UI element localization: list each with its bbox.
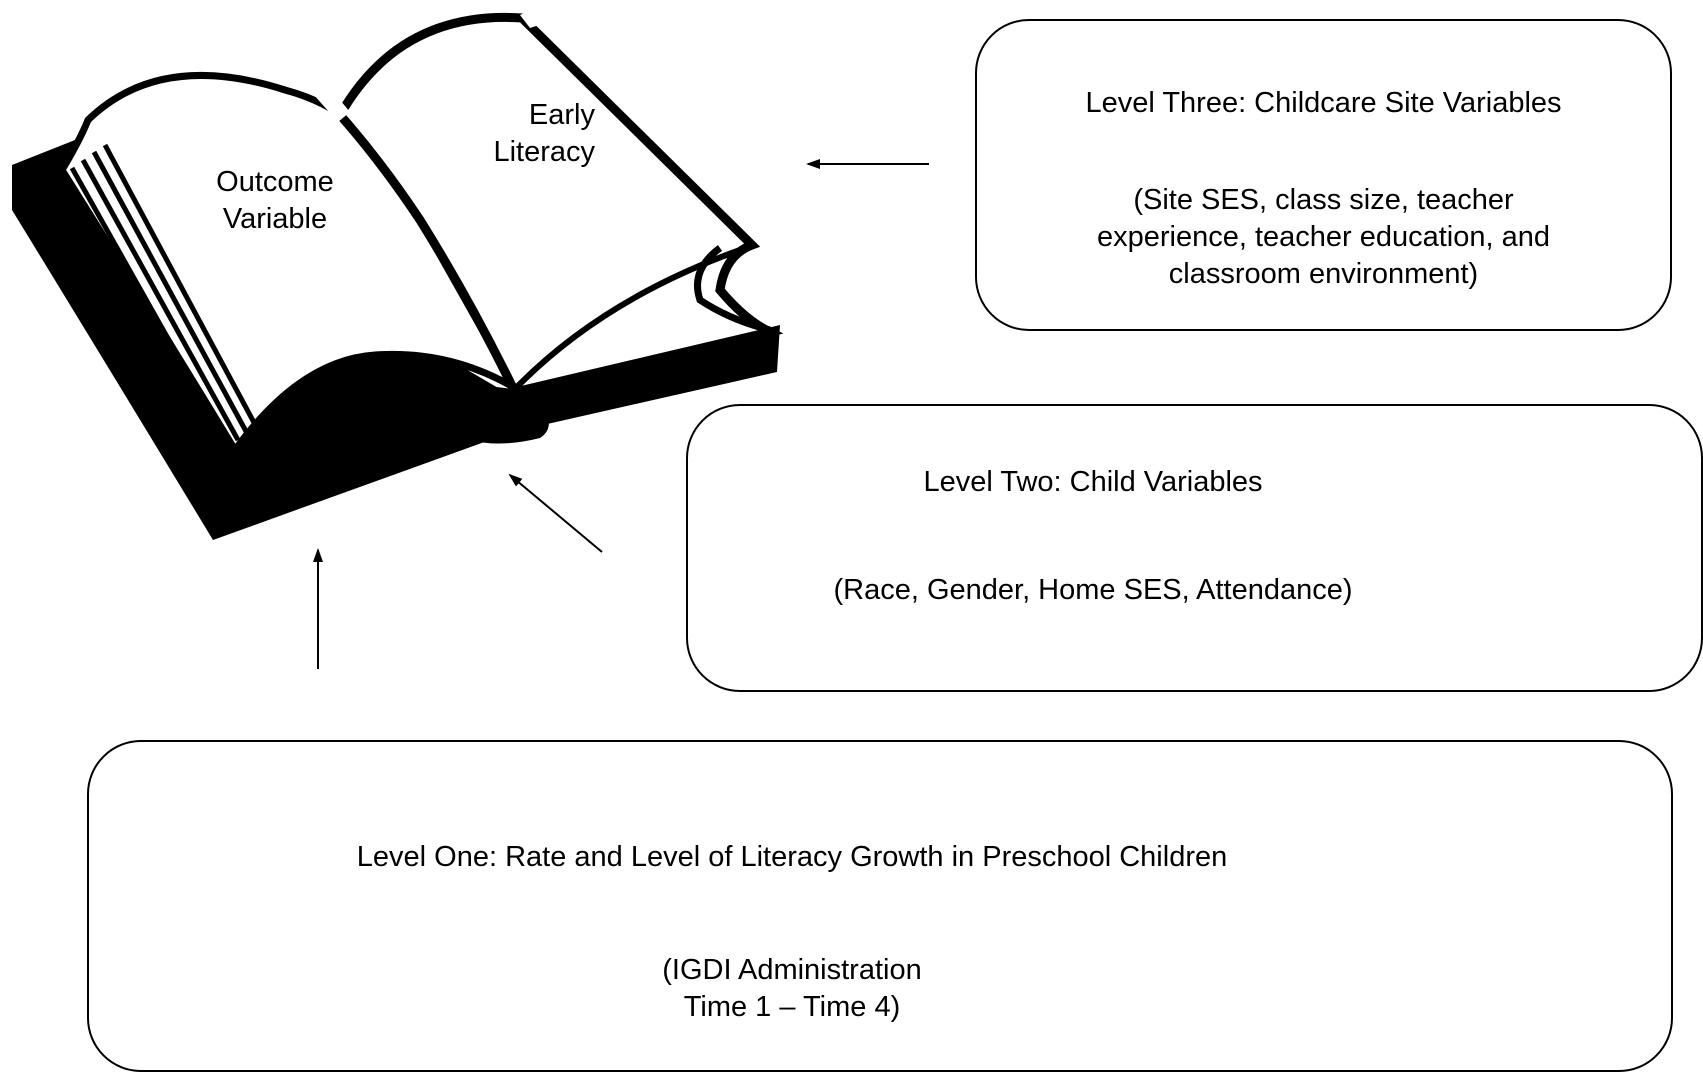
right-page-label: Early Literacy [455, 97, 595, 171]
level-one-box: Level One: Rate and Level of Literacy Gr… [87, 740, 1673, 1072]
level-two-box: Level Two: Child Variables (Race, Gender… [686, 404, 1703, 692]
level-two-details: (Race, Gender, Home SES, Attendance) [833, 574, 1353, 606]
left-page-label: Outcome Variable [205, 164, 345, 238]
level-one-title: Level One: Rate and Level of Literacy Gr… [356, 841, 1228, 873]
right-page-label-text: Early Literacy [493, 99, 595, 168]
level-three-details: (Site SES, class size, teacher experienc… [1096, 184, 1551, 290]
level-three-box: Level Three: Childcare Site Variables (S… [975, 19, 1672, 331]
left-page-label-text: Outcome Variable [216, 166, 334, 235]
open-book-icon [12, 8, 784, 540]
level-three-title: Level Three: Childcare Site Variables [1085, 87, 1562, 119]
level-one-details: (IGDI Administration Time 1 – Time 4) [662, 954, 922, 1023]
level-two-title: Level Two: Child Variables [923, 466, 1263, 498]
